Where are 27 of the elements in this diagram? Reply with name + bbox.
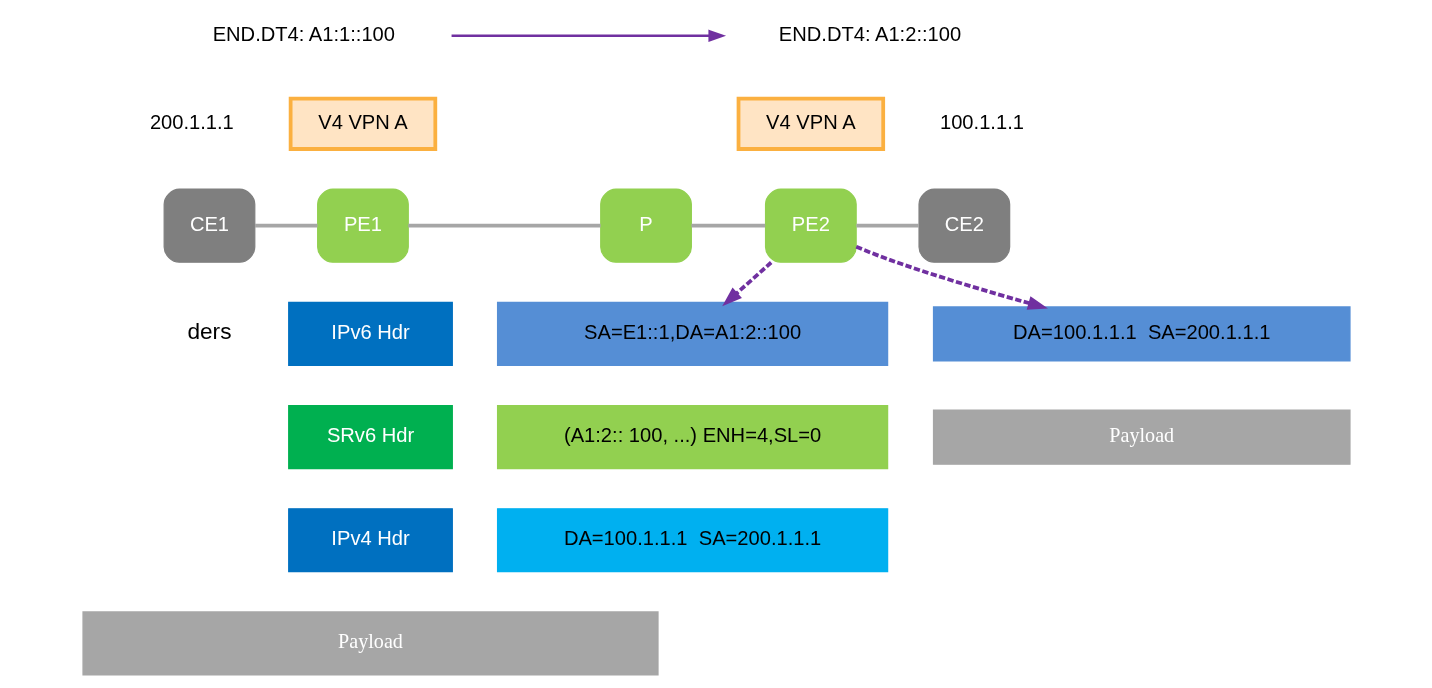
connector: [855, 223, 919, 228]
node-label: END.DT4: A1:2::100: [778, 22, 961, 45]
node-box: IPv4 Hdr: [287, 508, 453, 573]
node-box: P: [599, 188, 692, 263]
node-label: END.DT4: A1:1::100: [212, 22, 395, 45]
arrow: [721, 261, 772, 307]
node-box: SRv6 Hdr: [287, 405, 453, 470]
node-box: V4 VPN A: [736, 96, 885, 151]
node-box: DA=100.1.1.1 SA=200.1.1.1: [496, 508, 888, 573]
node-box: Payload: [81, 611, 659, 676]
node-box: CE2: [917, 188, 1010, 263]
arrow: [855, 245, 1048, 310]
node-box: (A1:2:: 100, ...) ENH=4,SL=0: [496, 405, 888, 470]
connector: [690, 223, 765, 228]
node-box: Payload: [932, 409, 1351, 465]
connector: [407, 223, 601, 228]
node-box: CE1: [163, 188, 255, 263]
node-box: SA=E1::1,DA=A1:2::100: [496, 301, 888, 366]
node-box: PE1: [316, 188, 409, 263]
node-label: 200.1.1.1: [149, 110, 234, 133]
connector: [254, 223, 317, 228]
node-box: V4 VPN A: [288, 96, 437, 151]
node-box: IPv6 Hdr: [287, 301, 453, 366]
node-label: 100.1.1.1: [939, 110, 1024, 133]
node-box: DA=100.1.1.1 SA=200.1.1.1: [932, 306, 1351, 362]
label: ders: [186, 319, 231, 345]
node-box: PE2: [764, 188, 857, 263]
